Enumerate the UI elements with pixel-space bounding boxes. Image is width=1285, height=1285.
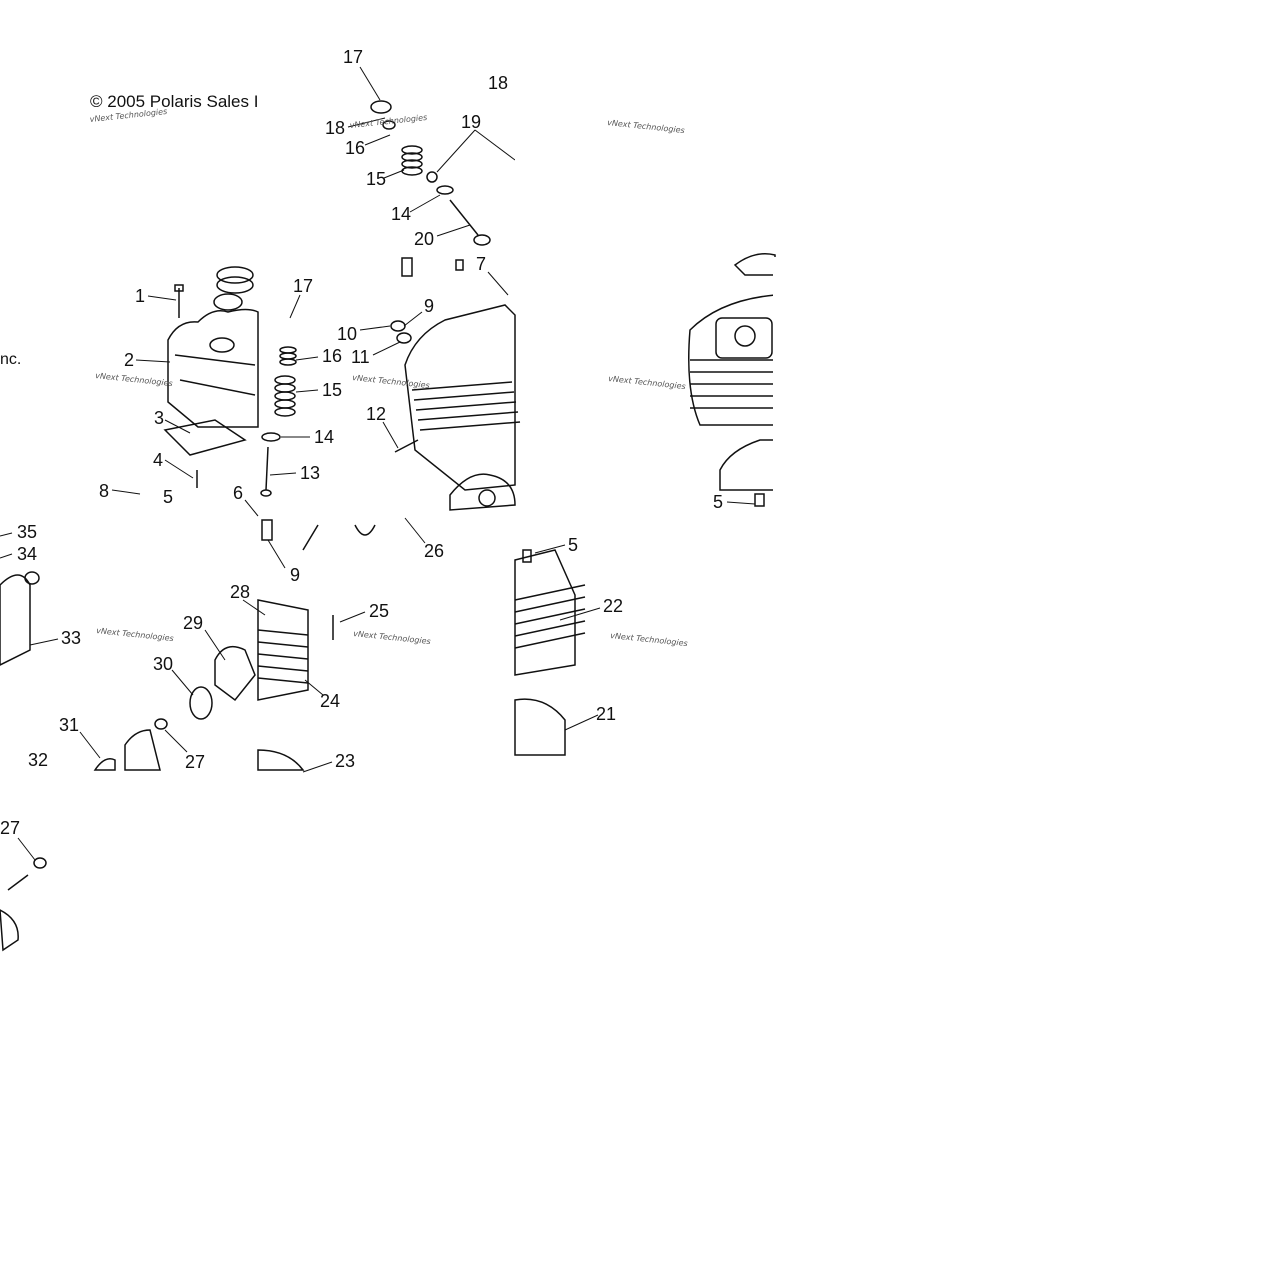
watermark-text: vNext Technologies (353, 629, 431, 646)
callout-18: 18 (325, 118, 345, 138)
callout-31: 31 (59, 715, 79, 735)
callout-1: 1 (135, 286, 145, 306)
callout-16: 16 (345, 138, 365, 158)
blank-tile-gap (515, 0, 595, 257)
watermark-text: vNext Technologies (352, 373, 430, 390)
callout-27: 27 (0, 818, 20, 838)
callout-5: 5 (163, 487, 173, 507)
watermark-text: vNext Technologies (95, 371, 173, 388)
callout-9: 9 (424, 296, 434, 316)
callout-3: 3 (154, 408, 164, 428)
callout-25: 25 (369, 601, 389, 621)
cylinder-head (404, 304, 516, 491)
callout-8: 8 (99, 481, 109, 501)
copyright-fragment: nc. (0, 351, 22, 368)
callout-22: 22 (603, 596, 623, 616)
callout-14: 14 (314, 427, 334, 447)
valve-spring-left (274, 346, 297, 417)
valve-spring-top (401, 145, 423, 176)
callout-15: 15 (366, 169, 386, 189)
callout-5: 5 (568, 535, 578, 555)
copyright-notice: © 2005 Polaris Sales In (90, 92, 268, 111)
callout-17: 17 (343, 47, 363, 67)
callout-27: 27 (185, 752, 205, 772)
gasket-3 (163, 419, 247, 456)
callout-18: 18 (488, 73, 508, 93)
callout-33: 33 (61, 628, 81, 648)
watermark-text: vNext Technologies (89, 107, 167, 124)
callout-14: 14 (391, 204, 411, 224)
watermark-text: vNext Technologies (608, 374, 686, 391)
o-ring (213, 293, 243, 311)
callout-24: 24 (320, 691, 340, 711)
intake-o-ring (189, 686, 213, 720)
cylinder-head-left (0, 574, 31, 666)
valve-13 (265, 446, 269, 491)
valve-cover (167, 308, 259, 428)
watermark-text: vNext Technologies (607, 118, 685, 135)
callout-13: 13 (300, 463, 320, 483)
blank-tile-gap (257, 0, 337, 257)
callout-11: 11 (351, 347, 370, 367)
callout-6: 6 (233, 483, 243, 503)
callout-15: 15 (322, 380, 342, 400)
callout-20: 20 (414, 229, 434, 249)
valve-20 (449, 199, 479, 236)
watermark-text: vNext Technologies (349, 113, 427, 130)
callout-9: 9 (290, 565, 300, 585)
oil-cap (216, 266, 254, 284)
callout-12: 12 (366, 404, 386, 424)
callout-29: 29 (183, 613, 203, 633)
callout-5: 5 (713, 492, 723, 512)
callout-2: 2 (124, 350, 134, 370)
callout-32: 32 (28, 750, 48, 770)
blank-region-right (773, 257, 1285, 1285)
watermark-text: vNext Technologies (96, 626, 174, 643)
callout-35: 35 (17, 522, 37, 542)
callout-10: 10 (337, 324, 357, 344)
callout-21: 21 (596, 704, 616, 724)
callout-28: 28 (230, 582, 250, 602)
callout-7: 7 (476, 254, 486, 274)
callout-30: 30 (153, 654, 173, 674)
callout-16: 16 (322, 346, 342, 366)
callout-34: 34 (17, 544, 37, 564)
callout-26: 26 (424, 541, 444, 561)
callout-17: 17 (293, 276, 313, 296)
watermark-text: vNext Technologies (610, 631, 688, 648)
callout-23: 23 (335, 751, 355, 771)
cylinder-block-24 (257, 599, 309, 701)
callout-4: 4 (153, 450, 163, 470)
intake-manifold (214, 645, 256, 702)
callout-19: 19 (461, 112, 481, 132)
